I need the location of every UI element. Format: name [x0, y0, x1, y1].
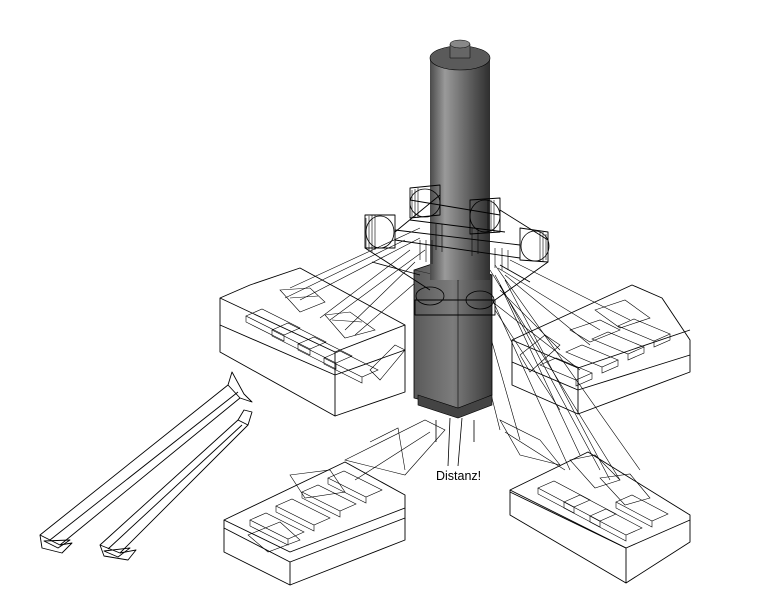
foundation-block-south-west — [223, 461, 406, 586]
detached-beams — [39, 371, 253, 561]
foundation-block-north-east — [511, 284, 691, 415]
annotation-leader-lines — [435, 417, 475, 467]
foundation-block-north-west — [219, 267, 406, 417]
foundation-block-south-east — [509, 451, 691, 584]
distance-annotation: Distanz! — [436, 469, 482, 483]
platform-rings — [364, 184, 550, 316]
